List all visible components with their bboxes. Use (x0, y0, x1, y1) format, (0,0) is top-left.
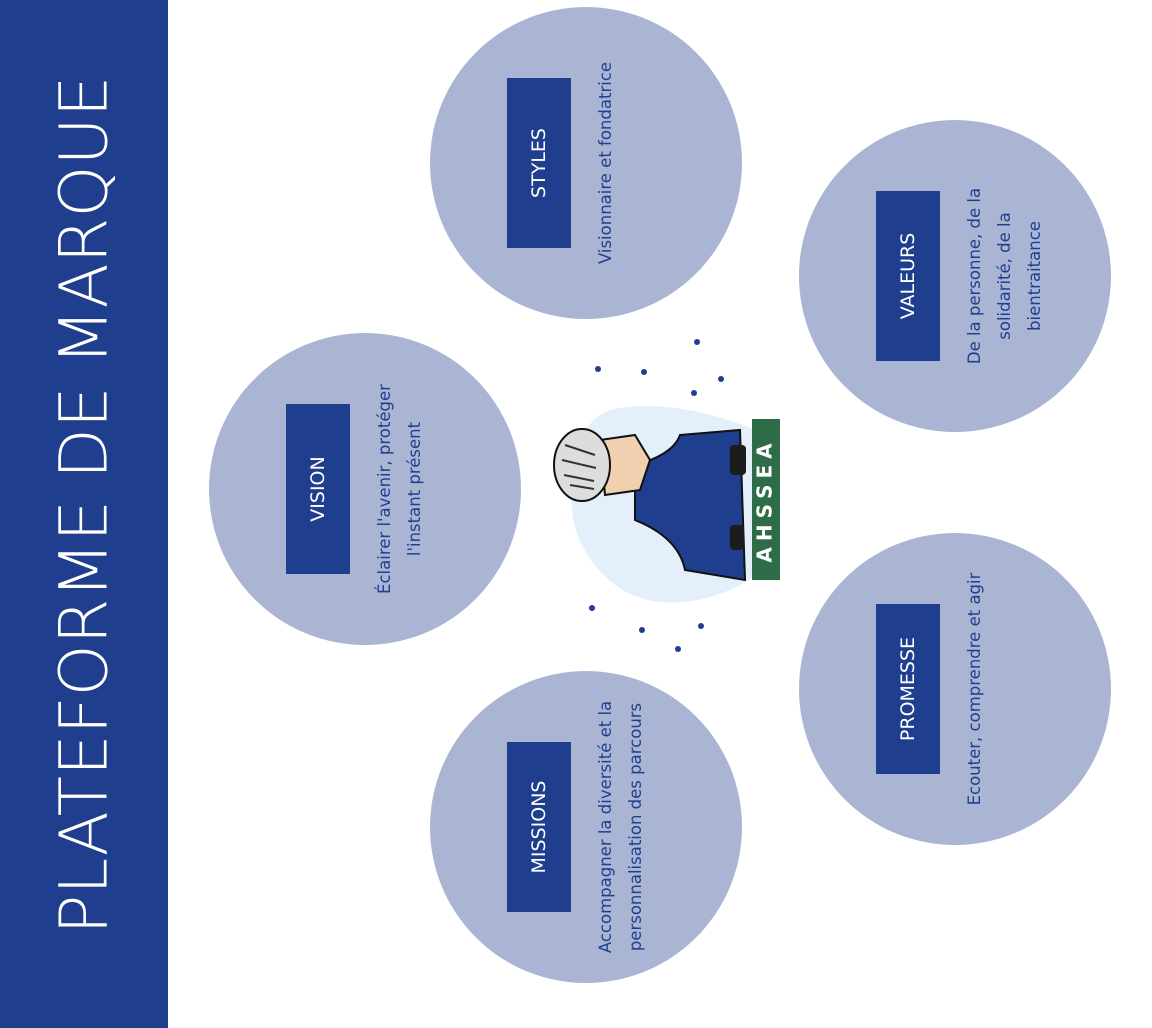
sidebar: PLATEFORME DE MARQUE (0, 0, 168, 1028)
pillar-description: De la personne, de la solidarité, de la … (965, 187, 1044, 365)
pillar-valeurs: VALEURS De la personne, de la solidarité,… (799, 120, 1111, 432)
pillar-description: Accompagner la diversité et la personnal… (596, 700, 645, 954)
decorative-dots (589, 339, 724, 652)
pillar-label: PROMESSE (876, 604, 940, 774)
pillar-styles: STYLES Visionnaire et fondatrice (430, 7, 742, 319)
pillar-missions: MISSIONS Accompagner la diversité et la p… (430, 671, 742, 983)
pillar-label: STYLES (507, 78, 571, 248)
mascot-illustration: AHSSEA (540, 330, 800, 660)
pillar-promesse: PROMESSE Ecouter, comprendre et agir (799, 533, 1111, 845)
pillar-label: MISSIONS (507, 742, 571, 912)
pillar-description: Éclairer l'avenir, protéger l'instant pr… (375, 384, 424, 594)
pillar-label: VALEURS (876, 191, 940, 361)
logo-text: AHSSEA (753, 437, 777, 562)
pillar-label: VISION (286, 404, 350, 574)
pillar-vision: VISION Éclairer l'avenir, protéger l'inst… (209, 333, 521, 645)
pillar-description: Visionnaire et fondatrice (596, 61, 615, 265)
pillar-description: Ecouter, comprendre et agir (965, 572, 984, 806)
page-title: PLATEFORME DE MARQUE (45, 75, 123, 935)
